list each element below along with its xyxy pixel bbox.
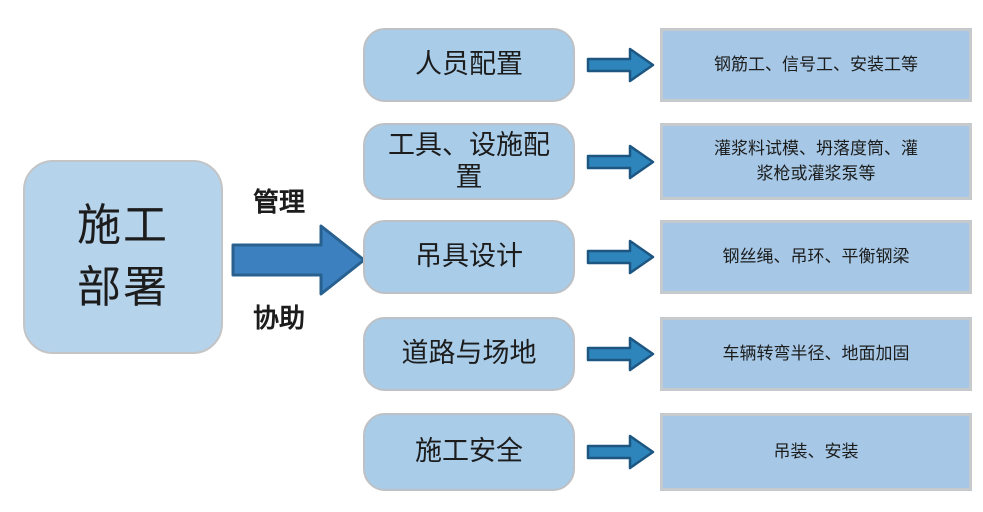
main-arrow-icon xyxy=(231,224,366,296)
category-node-rigging: 吊具设计 xyxy=(363,220,575,294)
category-node-label: 道路与场地 xyxy=(401,338,537,369)
category-node-label: 工具、设施配 置 xyxy=(388,129,550,192)
detail-node-rigging: 钢丝绳、吊环、平衡钢梁 xyxy=(660,220,972,294)
main-arrow-label-top: 管理 xyxy=(253,187,306,217)
category-node-label: 人员配置 xyxy=(415,49,523,80)
category-node-label: 吊具设计 xyxy=(415,241,523,272)
detail-node-tools: 灌浆料试模、坍落度筒、灌 浆枪或灌浆泵等 xyxy=(660,123,972,200)
root-node: 施工 部署 xyxy=(23,160,223,354)
detail-node-label: 吊装、安装 xyxy=(773,441,859,461)
main-arrow-label-bottom: 协助 xyxy=(253,303,306,333)
category-node-safety: 施工安全 xyxy=(363,413,575,491)
right-arrow-icon xyxy=(586,47,655,83)
detail-node-safety: 吊装、安装 xyxy=(660,413,972,491)
category-node-label: 施工安全 xyxy=(415,436,523,467)
detail-node-label: 灌浆料试模、坍落度筒、灌 浆枪或灌浆泵等 xyxy=(714,138,918,183)
root-node-label: 施工 部署 xyxy=(77,200,169,312)
detail-node-personnel: 钢筋工、信号工、安装工等 xyxy=(660,28,972,102)
diagram-row: 吊具设计 钢丝绳、吊环、平衡钢梁 xyxy=(363,220,972,294)
right-arrow-icon xyxy=(586,239,655,275)
detail-node-label: 钢丝绳、吊环、平衡钢梁 xyxy=(722,246,910,266)
right-arrow-icon xyxy=(586,434,655,470)
category-node-tools: 工具、设施配 置 xyxy=(363,123,575,200)
detail-node-roads: 车辆转弯半径、地面加固 xyxy=(660,317,972,391)
right-arrow-icon xyxy=(586,144,655,179)
category-node-roads: 道路与场地 xyxy=(363,317,575,391)
diagram-row: 施工安全 吊装、安装 xyxy=(363,413,972,491)
detail-node-label: 钢筋工、信号工、安装工等 xyxy=(714,54,918,74)
detail-node-label: 车辆转弯半径、地面加固 xyxy=(722,343,910,363)
category-node-personnel: 人员配置 xyxy=(363,28,575,102)
diagram-row: 人员配置 钢筋工、信号工、安装工等 xyxy=(363,28,972,102)
diagram-row: 道路与场地 车辆转弯半径、地面加固 xyxy=(363,317,972,391)
diagram-row: 工具、设施配 置 灌浆料试模、坍落度筒、灌 浆枪或灌浆泵等 xyxy=(363,123,972,200)
right-arrow-icon xyxy=(586,336,655,372)
